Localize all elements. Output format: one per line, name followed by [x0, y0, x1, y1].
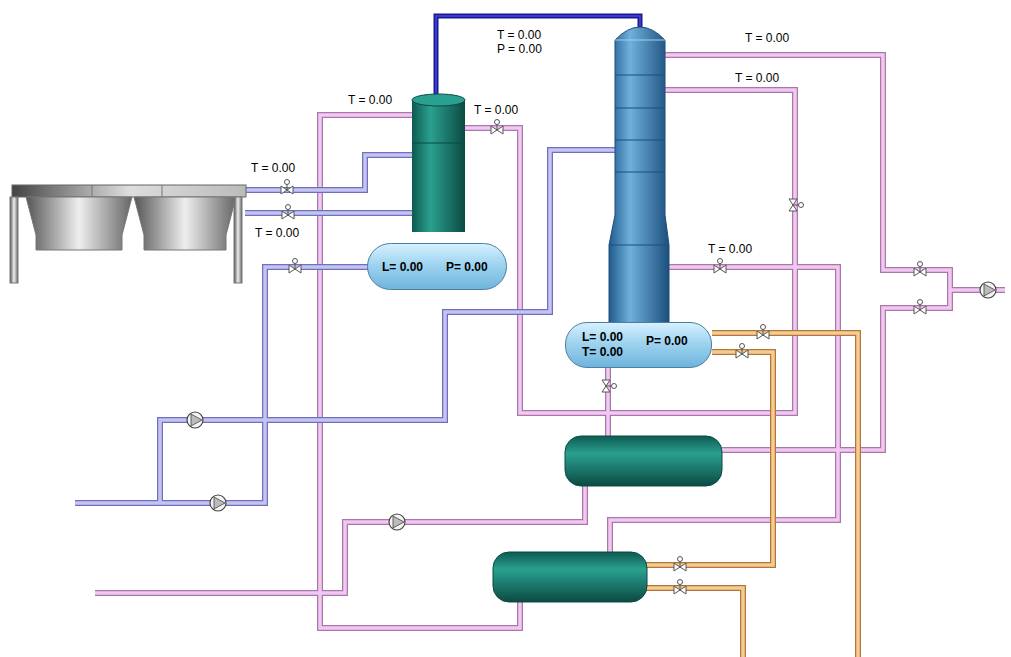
vessel-reading: T= 0.00 — [582, 346, 623, 359]
air-cooler — [10, 185, 246, 283]
vessel-reading: L= 0.00 — [382, 261, 423, 274]
vessel-reading: L= 0.00 — [582, 331, 623, 344]
vessel-reading: P= 0.00 — [446, 261, 488, 274]
vessel-drum: L= 0.00 P= 0.00 T= 0.00 — [565, 322, 712, 368]
stream-reading: P = 0.00 — [497, 43, 542, 56]
pink-pipes — [95, 55, 1005, 628]
lavender-pipes — [75, 150, 615, 503]
distillation-column — [609, 27, 669, 325]
stream-reading: T = 0.00 — [497, 29, 541, 42]
accumulator-drum — [565, 436, 722, 486]
vapour-line — [436, 16, 640, 97]
valves — [281, 120, 926, 595]
vapour-line-highlight — [436, 16, 640, 97]
condenser-vessel — [412, 94, 465, 232]
stream-reading: T = 0.00 — [745, 32, 789, 45]
vessel-drum: L= 0.00 P= 0.00 — [367, 243, 507, 290]
stream-reading: T = 0.00 — [474, 104, 518, 117]
stream-reading: T = 0.00 — [255, 227, 299, 240]
pumps — [187, 282, 996, 530]
orange-pipes — [645, 333, 858, 657]
vessel-reading: P= 0.00 — [646, 335, 688, 348]
stream-reading: T = 0.00 — [348, 94, 392, 107]
stream-reading: T = 0.00 — [735, 72, 779, 85]
stream-reading: T = 0.00 — [251, 162, 295, 175]
stream-reading: T = 0.00 — [708, 243, 752, 256]
product-drum — [493, 552, 647, 602]
